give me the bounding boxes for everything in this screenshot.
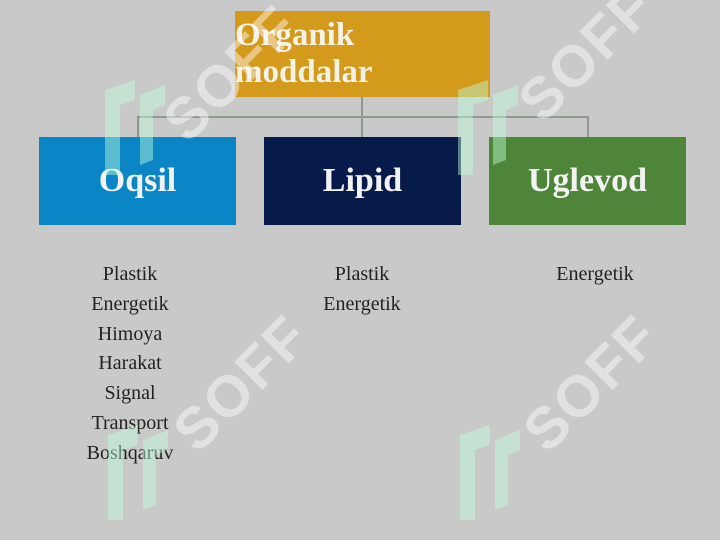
list-item: Himoya <box>97 322 163 345</box>
list-item: Harakat <box>98 352 162 375</box>
watermark-text: SOFF <box>505 0 667 134</box>
watermark-text: SOFF <box>510 303 672 464</box>
connector-uglevod <box>587 116 589 137</box>
list-item: Energetik <box>323 292 401 315</box>
node-uglevod: Uglevod <box>489 137 686 225</box>
list-item: Plastik <box>334 263 390 285</box>
node-lipid: Lipid <box>264 137 461 225</box>
node-oqsil: Oqsil <box>39 137 236 225</box>
watermark-logo-icon <box>460 425 520 520</box>
root-node-label: Organik moddalar <box>235 17 373 90</box>
list-item: Signal <box>104 382 156 405</box>
connector-lipid <box>361 116 363 137</box>
node-oqsil-label: Oqsil <box>98 162 177 199</box>
lipid-functions-list: Plastik Energetik <box>292 260 432 320</box>
list-item: Boshqaruv <box>86 441 174 464</box>
list-item: Energetik <box>91 292 169 315</box>
connector-root-stem <box>361 97 363 117</box>
uglevod-functions-list: Energetik <box>525 260 665 290</box>
list-item: Transport <box>91 411 169 434</box>
list-item: Plastik <box>102 263 158 285</box>
connector-oqsil <box>137 116 139 137</box>
node-lipid-label: Lipid <box>322 162 403 199</box>
root-node: Organik moddalar <box>235 11 490 97</box>
connector-horizontal <box>137 116 589 118</box>
list-item: Energetik <box>556 263 634 285</box>
node-uglevod-label: Uglevod <box>528 162 647 199</box>
oqsil-functions-list: Plastik Energetik Himoya Harakat Signal … <box>60 260 200 469</box>
